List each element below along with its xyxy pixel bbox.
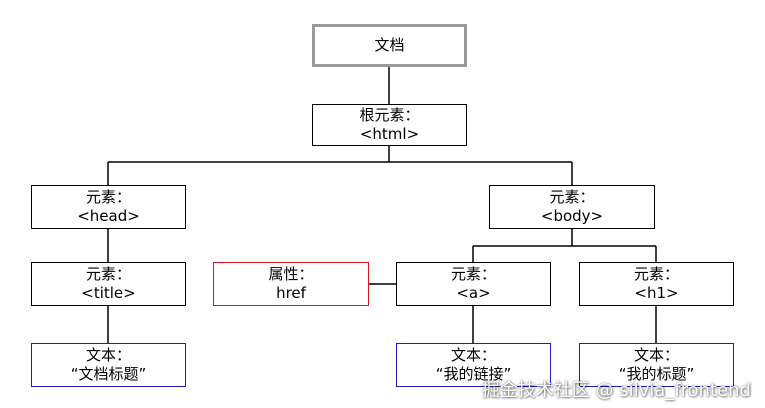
body-node-type: 元素： <box>549 188 595 206</box>
head-node-tag: <head> <box>77 207 140 225</box>
body-node-tag: <body> <box>540 207 604 225</box>
html-node-tag: <html> <box>359 125 420 143</box>
a-element-node: 元素： <a> <box>396 262 551 306</box>
href-node-name: href <box>276 284 306 302</box>
title-node-tag: <title> <box>81 284 136 302</box>
href-node-type: 属性： <box>268 265 314 283</box>
link-text-type: 文本： <box>450 346 496 364</box>
title-node-type: 元素： <box>85 265 131 283</box>
head-node-type: 元素： <box>85 188 131 206</box>
html-node-type: 根元素： <box>359 106 420 124</box>
link-text-node: 文本： “我的链接” <box>396 343 551 387</box>
a-node-tag: <a> <box>456 284 491 302</box>
title-text-value: “文档标题” <box>70 365 147 383</box>
watermark: 掘金技术社区 @ silvia_frontend <box>481 380 751 401</box>
head-element-node: 元素： <head> <box>31 185 186 229</box>
title-text-node: 文本： “文档标题” <box>31 343 186 387</box>
h1-node-tag: <h1> <box>634 284 679 302</box>
h1-text-value: “我的标题” <box>618 365 695 383</box>
document-label: 文档 <box>374 36 405 54</box>
h1-node-type: 元素： <box>633 265 679 283</box>
title-element-node: 元素： <title> <box>31 262 186 306</box>
href-attribute-node: 属性： href <box>213 262 369 306</box>
title-text-type: 文本： <box>85 346 131 364</box>
html-root-element-node: 根元素： <html> <box>312 104 467 146</box>
h1-text-type: 文本： <box>633 346 679 364</box>
h1-element-node: 元素： <h1> <box>579 262 734 306</box>
document-node: 文档 <box>312 24 467 67</box>
body-element-node: 元素： <body> <box>489 185 655 229</box>
h1-text-node: 文本： “我的标题” <box>579 343 734 387</box>
link-text-value: “我的链接” <box>435 365 512 383</box>
a-node-type: 元素： <box>450 265 496 283</box>
